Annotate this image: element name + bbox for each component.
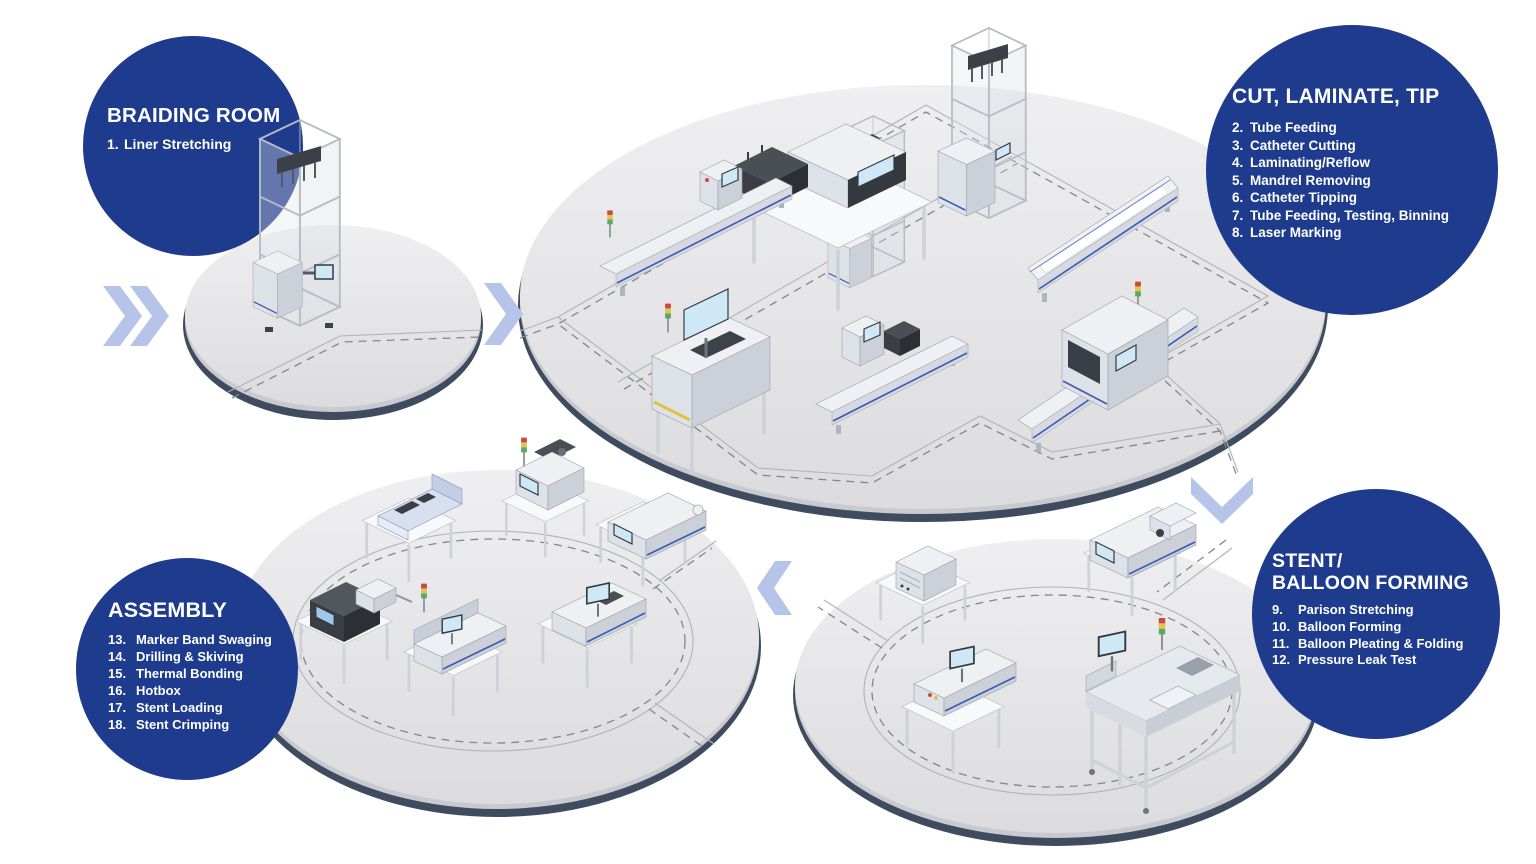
- section-title-braiding-room: BRAIDING ROOM: [107, 104, 281, 127]
- stent-station-leak-test-bench: [1085, 617, 1241, 814]
- machine-trough-rail: [1027, 175, 1179, 302]
- machine-liner-stretching-braider: [252, 119, 341, 332]
- assembly-station-hotbox: [294, 578, 413, 685]
- step-stent-crimping: 18.Stent Crimping: [108, 717, 230, 732]
- step-balloon-forming: 10.Balloon Forming: [1272, 618, 1402, 634]
- step-stent-loading: 17.Stent Loading: [108, 700, 223, 715]
- section-title-assembly: ASSEMBLY: [108, 598, 228, 622]
- step-balloon-pleating-folding: 11.Balloon Pleating & Folding: [1272, 635, 1464, 651]
- machine-laser-marking: [1017, 280, 1199, 452]
- machine-tube-testing-binning: [651, 288, 771, 474]
- step-thermal-bonding: 15.Thermal Bonding: [108, 666, 243, 681]
- step-tube-feeding: 2.Tube Feeding: [1232, 120, 1337, 135]
- step-hotbox: 16.Hotbox: [108, 683, 181, 698]
- step-marker-band-swaging: 13.Marker Band Swaging: [108, 632, 272, 647]
- flow-arrow-down-icon: [1191, 477, 1253, 524]
- flow-arrow-start-icon: [103, 286, 169, 346]
- section-bubble-assembly: ASSEMBLY 13.Marker Band Swaging 14.Drill…: [76, 558, 298, 780]
- flow-arrow-left-icon: [757, 561, 792, 615]
- assembly-station-bonding: [402, 582, 507, 717]
- step-tube-feeding-testing-binning: 7.Tube Feeding, Testing, Binning: [1232, 207, 1449, 223]
- machine-tube-feeding-conveyor: [599, 159, 793, 296]
- transport-path-braiding: [227, 329, 483, 399]
- step-catheter-tipping: 6.Catheter Tipping: [1232, 190, 1358, 205]
- flow-arrow-right-icon: [484, 283, 523, 345]
- step-parison-stretching: 9.Parison Stretching: [1272, 602, 1414, 617]
- step-liner-stretching: 1.Liner Stretching: [107, 136, 232, 152]
- step-laminating-reflow: 4.Laminating/Reflow: [1232, 155, 1371, 170]
- assembly-station-crimping: [536, 581, 647, 689]
- step-drilling-skiving: 14.Drilling & Skiving: [108, 649, 244, 664]
- assembly-station-skiving: [594, 492, 707, 587]
- section-title-stent-balloon-forming: STENT/ BALLOON FORMING: [1272, 550, 1469, 594]
- section-title-cut-laminate-tip: CUT, LAMINATE, TIP: [1232, 85, 1440, 108]
- step-laser-marking: 8.Laser Marking: [1232, 225, 1342, 240]
- machine-catheter-tipping-conveyor: [815, 315, 969, 434]
- stent-station-parison: [874, 545, 971, 645]
- assembly-station-swaging: [500, 436, 590, 558]
- machine-mandrel-removing-tower: [937, 27, 1027, 219]
- assembly-station-console: [360, 473, 463, 583]
- stent-station-balloon-forming: [1082, 502, 1197, 617]
- section-bubble-stent-balloon-forming: STENT/ BALLOON FORMING 9.Parison Stretch…: [1252, 489, 1500, 739]
- machine-catheter-cutting: [734, 123, 934, 311]
- section-bubble-cut-laminate-tip: CUT, LAMINATE, TIP 2.Tube Feeding 3.Cath…: [1206, 25, 1498, 315]
- stent-station-pleating: [900, 645, 1017, 774]
- step-catheter-cutting: 3.Catheter Cutting: [1232, 137, 1356, 153]
- step-pressure-leak-test: 12.Pressure Leak Test: [1272, 652, 1417, 668]
- step-mandrel-removing: 5.Mandrel Removing: [1232, 172, 1371, 188]
